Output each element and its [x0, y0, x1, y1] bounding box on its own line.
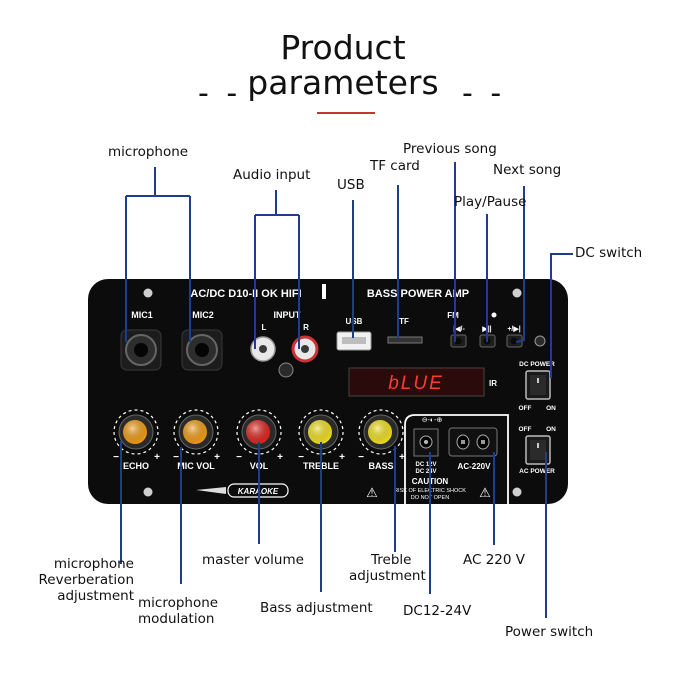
knob-treble[interactable]	[298, 409, 344, 455]
knob-plus-icon: +	[277, 452, 283, 463]
callout-mic-mod-line1: microphone	[138, 595, 219, 611]
dc-jack-label-2: DC 24V	[415, 469, 436, 475]
mic1-label: MIC1	[131, 310, 153, 320]
knob-bass[interactable]	[358, 409, 404, 455]
callout-mic-reverb: microphone Reverberation adjustment	[30, 556, 134, 604]
input-l-label: L	[262, 323, 267, 332]
led-display-text: bLUE	[388, 373, 444, 394]
mounting-hole	[143, 487, 153, 497]
leader-next-song	[515, 186, 525, 343]
mic2-jack[interactable]	[181, 329, 223, 371]
dc-polarity-icon: ⊖-◐-⊕	[422, 417, 443, 424]
board-model-label: AC/DC D10-II OK HIFI	[190, 288, 301, 300]
knob-label-mic-vol: MIC VOL	[177, 461, 215, 471]
dc-jack-label-1: DC 12V	[415, 462, 436, 468]
callout-microphone: microphone	[108, 144, 189, 160]
usb-port-label: USB	[346, 317, 363, 326]
callout-dc-switch: DC switch	[575, 245, 643, 261]
knob-plus-icon: +	[154, 452, 160, 463]
dc-power-label: DC POWER	[519, 361, 555, 368]
knob-minus-icon: −	[173, 452, 179, 463]
callout-mic-modulation: microphone modulation	[138, 595, 218, 627]
callout-treble-line1: Treble	[371, 552, 412, 568]
dc-switch-off-label: OFF	[519, 405, 532, 412]
power-section-frame	[404, 414, 509, 505]
ac-power-switch[interactable]	[525, 435, 551, 465]
knob-plus-icon: +	[399, 452, 405, 463]
label-divider	[322, 284, 326, 299]
knob-label-bass: BASS	[368, 461, 393, 471]
callout-master-volume: master volume	[202, 552, 304, 568]
ir-receiver-screw	[278, 362, 294, 378]
title-dash-right: - -	[462, 76, 506, 111]
knob-minus-icon: −	[113, 452, 119, 463]
callout-tf-card: TF card	[370, 158, 420, 174]
ac-switch-off-label: OFF	[519, 426, 532, 433]
rca-input-left[interactable]	[250, 336, 276, 362]
callout-bass-adjustment: Bass adjustment	[260, 600, 373, 616]
leader-lines	[120, 162, 573, 618]
knob-minus-icon: −	[358, 452, 364, 463]
knob-minus-icon: −	[298, 452, 304, 463]
prev-button-label: |◀/-	[453, 326, 465, 333]
leader-microphone	[125, 167, 191, 342]
knob-plus-icon: +	[339, 452, 345, 463]
warning-triangle-icon: ⚠	[479, 485, 491, 500]
knob-echo[interactable]	[113, 409, 159, 455]
knob-minus-icon: −	[236, 452, 242, 463]
microphone-logo-icon	[196, 487, 226, 494]
previous-song-button[interactable]	[450, 334, 467, 348]
dc-power-switch[interactable]	[525, 370, 551, 400]
callout-usb: USB	[337, 177, 365, 193]
ac-power-label: AC POWER	[519, 468, 555, 475]
ac-220v-socket[interactable]	[448, 427, 498, 457]
callout-ac-input: AC 220 V	[463, 552, 526, 568]
leader-dc-switch	[550, 253, 573, 378]
mounting-hole	[512, 288, 522, 298]
screw-icon	[534, 335, 546, 347]
mounting-hole	[143, 288, 153, 298]
tf-card-slot[interactable]	[387, 336, 423, 344]
page-title-line2: parameters	[247, 63, 439, 102]
knob-mic-vol[interactable]	[173, 409, 219, 455]
input-label: INPUT	[274, 310, 302, 320]
callout-dc-input: DC12-24V	[403, 603, 472, 619]
callout-audio-input: Audio input	[233, 167, 311, 183]
callout-treble-line2: adjustment	[349, 568, 426, 584]
dc-switch-on-label: ON	[546, 405, 556, 412]
callout-mic-reverb-line2: Reverberation	[38, 572, 134, 588]
leader-audio-input	[254, 190, 300, 349]
rca-input-right[interactable]	[291, 335, 319, 363]
callout-play-pause: Play/Pause	[454, 194, 527, 210]
ir-label: IR	[489, 379, 497, 388]
callout-mic-mod-line2: modulation	[138, 611, 215, 627]
callout-mic-reverb-line3: adjustment	[57, 588, 134, 604]
callout-next-song: Next song	[493, 162, 562, 178]
ac-socket-label: AC-220V	[458, 462, 492, 471]
title-dash-left: - -	[198, 76, 242, 111]
title-underline	[317, 112, 375, 114]
mic2-label: MIC2	[192, 310, 214, 320]
tf-slot-label: TF	[399, 317, 409, 326]
callout-treble-adjustment: Treble adjustment	[349, 552, 426, 584]
knob-plus-icon: +	[214, 452, 220, 463]
callout-mic-reverb-line1: microphone	[53, 556, 134, 572]
fm-label: FM	[447, 311, 459, 320]
callout-power-switch: Power switch	[505, 624, 594, 640]
warning-triangle-icon: ⚠	[366, 485, 378, 500]
page-title-line1: Product	[280, 28, 406, 67]
next-button-label: +/▶|	[507, 326, 520, 333]
ac-switch-on-label: ON	[546, 426, 556, 433]
mounting-hole	[512, 487, 522, 497]
input-r-label: R	[303, 323, 309, 332]
mic1-jack[interactable]	[120, 329, 162, 371]
knob-label-echo: ECHO	[123, 461, 149, 471]
led-display	[348, 367, 485, 397]
fm-indicator-icon	[491, 312, 497, 318]
board-amp-label: BASS POWER AMP	[367, 288, 469, 300]
dc-input-jack[interactable]	[413, 428, 439, 457]
callout-previous-song: Previous song	[403, 141, 497, 157]
